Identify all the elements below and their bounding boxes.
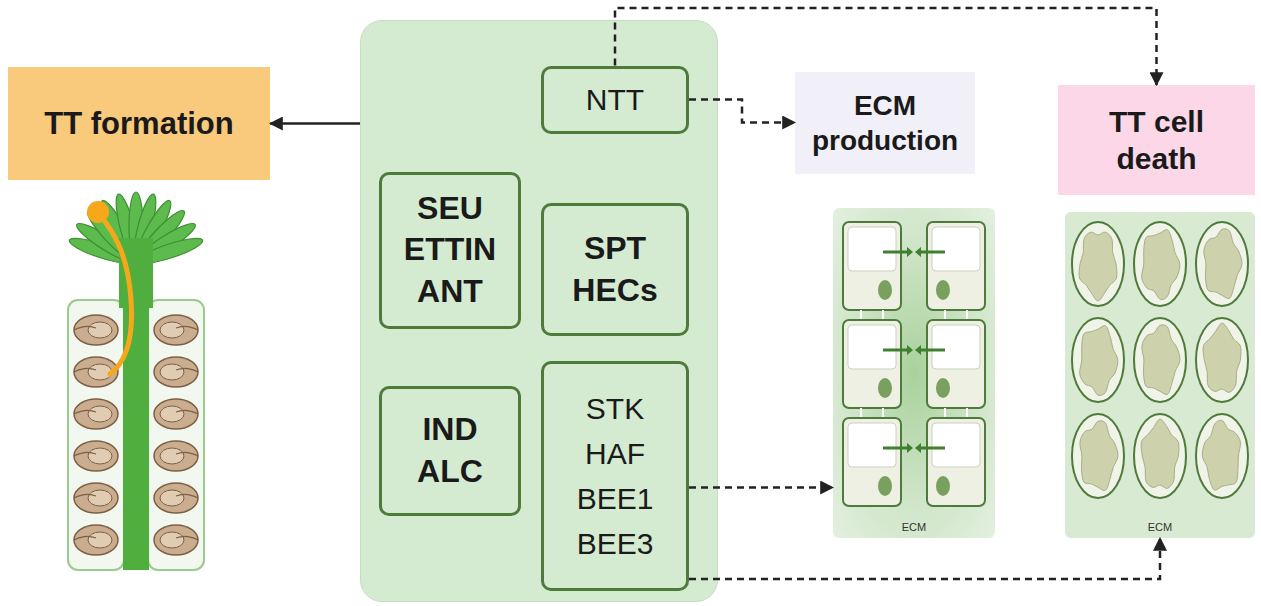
cell-drawing bbox=[1065, 212, 1255, 538]
gene-box: IND ALC bbox=[379, 386, 521, 516]
ovule bbox=[74, 441, 118, 471]
ovule bbox=[74, 399, 118, 429]
style bbox=[119, 238, 153, 308]
region-label: ECM bbox=[902, 521, 926, 534]
ovule bbox=[74, 315, 118, 345]
ovule bbox=[154, 315, 198, 345]
dashed-arrow bbox=[689, 486, 833, 489]
process-label: TT cell death bbox=[1058, 85, 1255, 195]
pollen-tube bbox=[98, 212, 132, 374]
node-text: SEU ETTIN ANT bbox=[404, 188, 496, 313]
ovule bbox=[154, 399, 198, 429]
ovule bbox=[74, 525, 118, 555]
gene-box: SPT HECs bbox=[541, 203, 689, 336]
node-text: TT cell death bbox=[1082, 103, 1232, 178]
dashed-arrow bbox=[689, 538, 1160, 579]
node-text: IND ALC bbox=[417, 409, 483, 492]
region-label: ECM bbox=[1148, 521, 1172, 534]
gene-panel: NTT SEU ETTIN ANT SPT HECsIND ALC STK HAF B… bbox=[360, 20, 718, 602]
node-text: ECM production bbox=[812, 88, 958, 158]
ovule bbox=[154, 357, 198, 387]
ovule bbox=[154, 483, 198, 513]
ovule bbox=[154, 525, 198, 555]
node-text: NTT bbox=[586, 82, 644, 118]
cell-drawing bbox=[833, 208, 995, 538]
pollen-grain bbox=[87, 201, 109, 223]
outcome-box: TT formation bbox=[8, 67, 270, 180]
pistil-drawing bbox=[67, 192, 204, 570]
gene-box: SEU ETTIN ANT bbox=[379, 172, 521, 329]
gene-box: STK HAF BEE1 BEE3 bbox=[541, 361, 689, 591]
dashed-arrow bbox=[689, 100, 795, 123]
ovule bbox=[74, 483, 118, 513]
node-text: STK HAF BEE1 BEE3 bbox=[577, 386, 654, 566]
node-text: SPT HECs bbox=[572, 228, 657, 311]
gene-box: NTT bbox=[541, 66, 689, 134]
process-label: ECM production bbox=[795, 72, 975, 174]
ovary-valve bbox=[148, 300, 204, 570]
dashed-arrow bbox=[615, 8, 1157, 85]
dead-cells-illustration: ECM bbox=[1065, 212, 1255, 538]
ecm-cells-illustration: ECM bbox=[833, 208, 995, 538]
node-text: TT formation bbox=[44, 105, 233, 142]
ovary-valve bbox=[68, 300, 124, 570]
ovule bbox=[154, 441, 198, 471]
ovules bbox=[74, 315, 198, 555]
solid-arrow bbox=[270, 122, 360, 125]
